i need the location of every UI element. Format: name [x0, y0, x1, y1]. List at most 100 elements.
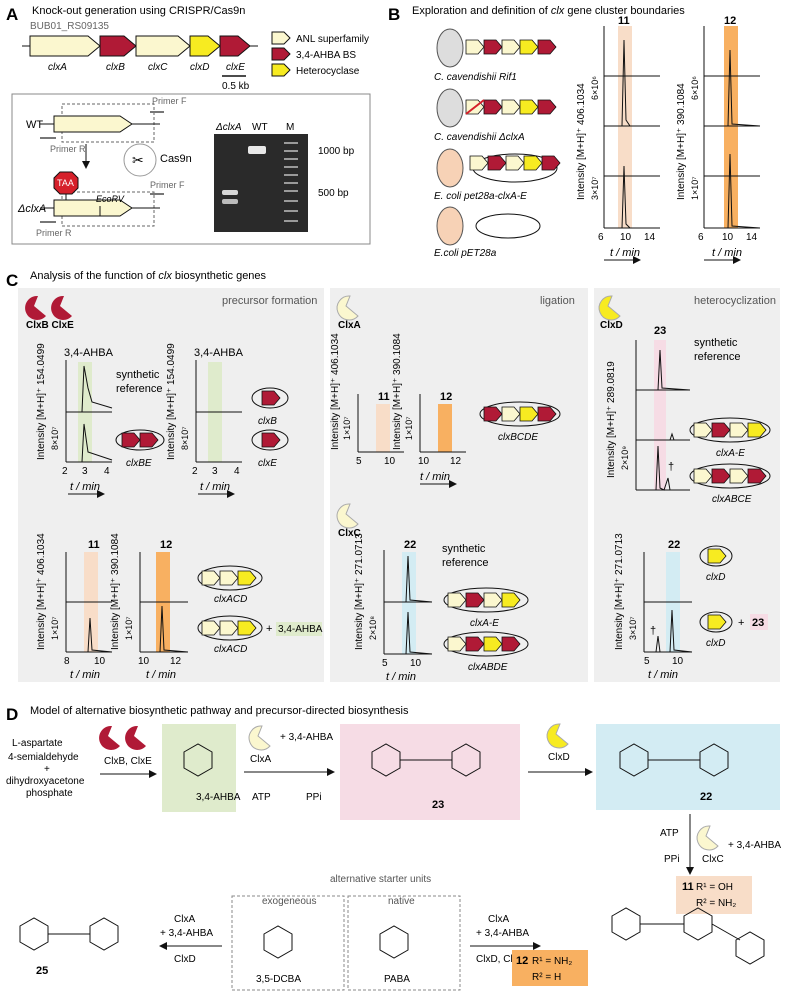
ring-icon — [263, 925, 293, 959]
exo-label: exogeneous — [262, 896, 317, 907]
ahba-12: + 3,4-AHBA — [476, 928, 529, 939]
tick-b2-10: 10 — [722, 232, 734, 243]
pacman-icon — [25, 295, 46, 320]
tick-c2-3: 3 — [212, 466, 218, 477]
c12-label-d: 12 — [516, 955, 528, 967]
ring-icon — [683, 907, 713, 941]
tick-c1-2: 2 — [62, 466, 68, 477]
section-precursor — [18, 288, 324, 682]
start-3: + — [44, 764, 50, 775]
tick-b2-14: 14 — [746, 232, 758, 243]
dcba-label: 3,5-DCBA — [256, 974, 301, 985]
panel-a-letter: A — [6, 5, 18, 24]
c12-label-lig: 12 — [440, 391, 452, 403]
legend-swatch-bs — [271, 47, 291, 61]
synref-3b: reference — [694, 351, 740, 363]
xlabel-c2: t / min — [200, 481, 230, 493]
atp-1: ATP — [252, 792, 271, 803]
synref-2b: reference — [442, 557, 488, 569]
xlabel-c9: t / min — [648, 669, 678, 681]
panel-c: C Analysis of the function of clx biosyn… — [6, 270, 780, 683]
strain-row-2: C. cavendishii ΔclxA — [434, 88, 557, 143]
gel-mark-1000: 1000 bp — [318, 146, 355, 157]
bacterium-icon — [436, 28, 464, 68]
tick-c4-12: 12 — [170, 656, 182, 667]
ahba-label-1: 3,4-AHBA — [64, 347, 114, 359]
ylabel-c6: Intensity [M+H]⁺ 390.1084 — [392, 333, 403, 450]
enzyme-clxc: ClxC — [336, 503, 361, 539]
tick-c4-10: 10 — [138, 656, 150, 667]
chrom-c-11-lower: 11 1×10⁷ Intensity [M+H]⁺ 406.1034 8 10 … — [36, 533, 113, 681]
gene-arrow-clxB — [99, 35, 137, 57]
ylabel-c5: Intensity [M+H]⁺ 406.1034 — [330, 333, 341, 450]
chrom-c-ahba-2: 3,4-AHBA 8×10⁷ Intensity [M+H]⁺ 154.0499… — [166, 343, 289, 498]
compound-11-label: 11 — [618, 15, 630, 27]
panel-b-title: Exploration and definition of clx gene c… — [412, 5, 685, 17]
r12-a: R¹ = NH₂ — [532, 956, 572, 967]
sec-hetero-label: heterocyclization — [694, 295, 776, 307]
c22-label-d: 22 — [668, 539, 680, 551]
pacman-icon — [336, 295, 359, 321]
tick-c6-10: 10 — [418, 456, 430, 467]
legend-swatch-anl — [271, 31, 291, 45]
ring-icon — [89, 917, 119, 951]
locus-tag: BUB01_RS09135 — [30, 21, 109, 32]
section-heterocyclization — [594, 288, 780, 682]
plasmid-clxD-2: clxD — [706, 638, 725, 649]
chrom-c-12-lower: 12 1×10⁷ Intensity [M+H]⁺ 390.1084 10 12… — [110, 533, 323, 681]
enzyme-clxb-clxe: ClxB ClxE — [25, 295, 74, 331]
tick-b2-6: 6 — [698, 232, 704, 243]
plasmid-clxE: clxE — [258, 458, 277, 469]
chrom-b-12: 12 6×10⁶ 1×10⁷ Intensity [M+H]⁺ 390.1084… — [676, 15, 761, 264]
scale-bar-label: 0.5 kb — [222, 81, 250, 92]
c22-label-c: 22 — [404, 539, 416, 551]
enzyme-label-be: ClxB ClxE — [26, 320, 74, 331]
tick-c1-3: 3 — [82, 466, 88, 477]
box-native — [347, 895, 461, 991]
ylabel-c4: Intensity [M+H]⁺ 390.1084 — [110, 533, 121, 650]
tick-b1-14: 14 — [644, 232, 656, 243]
ylabel-c7: Intensity [M+H]⁺ 271.0713 — [354, 533, 365, 650]
scale-c7: 2×10⁸ — [368, 616, 378, 640]
clxd-label-d: ClxD — [548, 752, 570, 763]
ppi-1: PPi — [306, 792, 322, 803]
chrom-c-22: 22 2×10⁸ Intensity [M+H]⁺ 271.0713 5 10 … — [354, 533, 529, 683]
cas9n-icon — [123, 143, 157, 177]
bacterium-icon — [436, 148, 464, 188]
scale-c2: 8×10⁷ — [180, 426, 190, 450]
native-label: native — [388, 896, 415, 907]
tick-c5-10: 10 — [384, 456, 396, 467]
chrom-c-lig-11: 11 1×10⁷ Intensity [M+H]⁺ 406.1034 5 10 — [330, 333, 404, 467]
xlabel-c3: t / min — [70, 669, 100, 681]
panel-c-title: Analysis of the function of clx biosynth… — [30, 270, 267, 282]
scale-c6: 1×10⁷ — [404, 416, 414, 440]
primer-r-wt: Primer R — [50, 144, 86, 154]
chrom-c-23: 23 † 2×10⁹ Intensity [M+H]⁺ 289.0819 syn… — [606, 325, 771, 505]
box-exogenous — [231, 895, 345, 991]
pacman-icon — [125, 725, 146, 750]
ring-icon — [699, 743, 729, 777]
atp-2: ATP — [660, 828, 679, 839]
panel-d: D Model of alternative biosynthetic path… — [6, 705, 781, 991]
c23-label-c: 23 — [654, 325, 666, 337]
ring-icon — [183, 743, 213, 777]
scale-c8: 2×10⁹ — [620, 446, 630, 470]
gel-mark-500: 500 bp — [318, 188, 349, 199]
ring-icon — [451, 743, 481, 777]
plasmid-clxD-1: clxD — [706, 572, 725, 583]
xlabel-c4: t / min — [146, 669, 176, 681]
ring-icon — [379, 925, 409, 959]
gel-lane-2: WT — [252, 122, 268, 133]
gene-arrow-clxE — [219, 35, 251, 57]
gene-arrow-clxD — [189, 35, 221, 57]
chrom-b-11: 11 6×10⁶ 3×10⁷ Intensity [M+H]⁺ 406.1034… — [576, 15, 660, 264]
scale-c5: 1×10⁷ — [342, 416, 352, 440]
scale-c4: 1×10⁷ — [124, 616, 134, 640]
gene-legend: ANL superfamily 3,4-AHBA BS Heterocyclas… — [271, 31, 369, 77]
mutant-gene — [53, 199, 133, 217]
tick-c5-5: 5 — [356, 456, 362, 467]
dagger-2: † — [650, 625, 656, 637]
r11-a: R¹ = OH — [696, 882, 733, 893]
xlabel-c7: t / min — [386, 671, 416, 683]
